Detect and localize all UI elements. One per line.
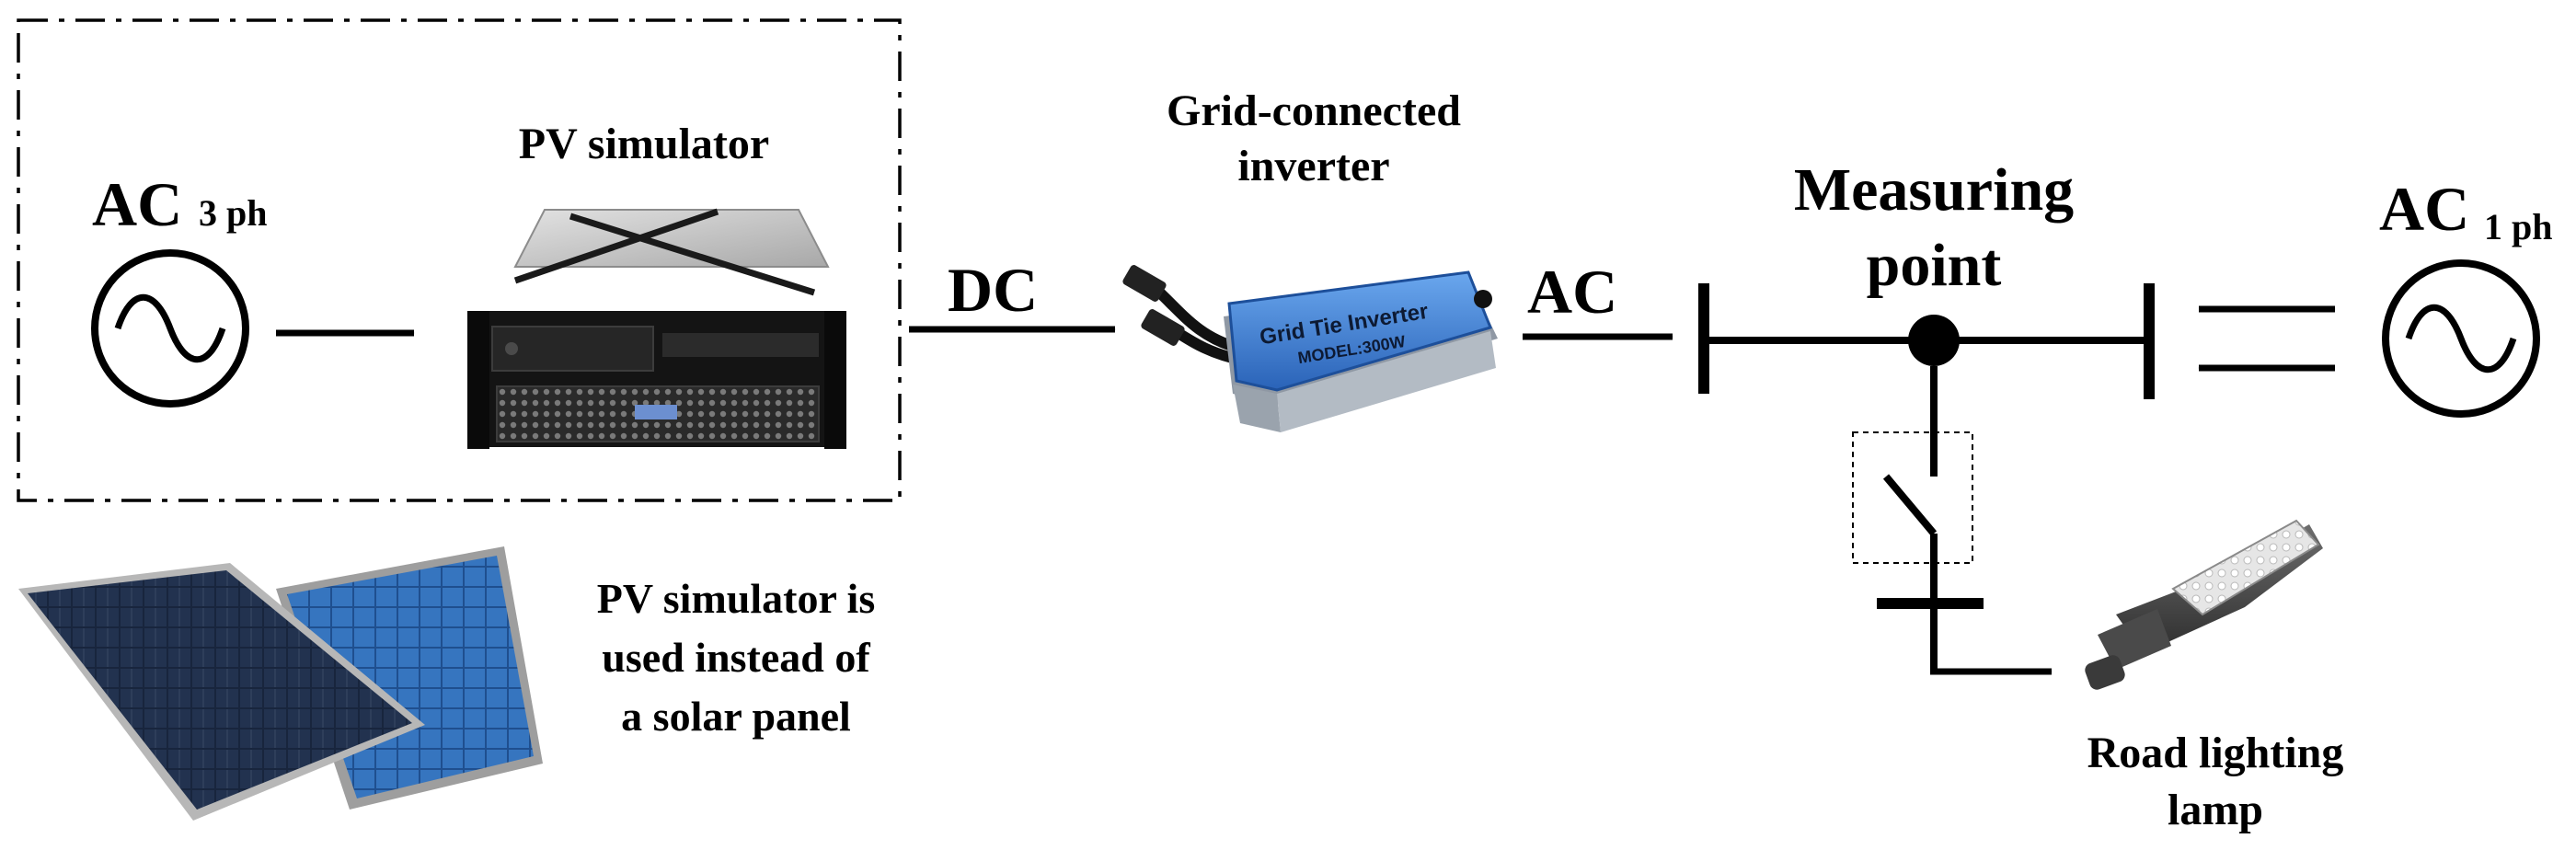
ac-right-sub-label: 1 ph bbox=[2484, 206, 2553, 247]
ac-source-left: AC 3 ph bbox=[91, 169, 268, 408]
inverter-label-1: Grid-connected bbox=[1167, 86, 1461, 135]
street-lamp-image bbox=[2085, 519, 2323, 690]
ac-left-sub-label: 3 ph bbox=[199, 192, 268, 234]
note-line-2: used instead of bbox=[602, 634, 870, 681]
measuring-label-2: point bbox=[1867, 232, 2002, 299]
switch-symbol bbox=[1882, 474, 1938, 536]
pv-simulator-device bbox=[467, 208, 846, 449]
note: PV simulator is used instead of a solar … bbox=[597, 575, 875, 740]
sine-wave-icon bbox=[2405, 304, 2517, 373]
ac-left-label: AC bbox=[92, 169, 182, 239]
inverter-device: Grid Tie Inverter MODEL:300W bbox=[1122, 265, 1498, 432]
dc-label: DC bbox=[948, 255, 1038, 325]
switch-box bbox=[1852, 431, 1973, 564]
measuring-label-1: Measuring bbox=[1794, 156, 2074, 224]
ac-source-right: AC 1 ph bbox=[2379, 174, 2553, 418]
ac-right-label: AC bbox=[2379, 174, 2469, 244]
lamp-label-2: lamp bbox=[2168, 786, 2263, 834]
measuring-node bbox=[1908, 315, 1960, 366]
ac-out-label: AC bbox=[1527, 257, 1617, 327]
solar-panel-image bbox=[18, 546, 543, 821]
pv-simulator-label: PV simulator bbox=[519, 120, 769, 168]
note-line-1: PV simulator is bbox=[597, 575, 875, 622]
inverter-label-2: inverter bbox=[1237, 142, 1389, 190]
lamp-label-1: Road lighting bbox=[2087, 729, 2344, 777]
sine-wave-icon bbox=[114, 294, 226, 362]
pv-simulator-boundary bbox=[17, 18, 902, 502]
note-line-3: a solar panel bbox=[621, 693, 851, 740]
